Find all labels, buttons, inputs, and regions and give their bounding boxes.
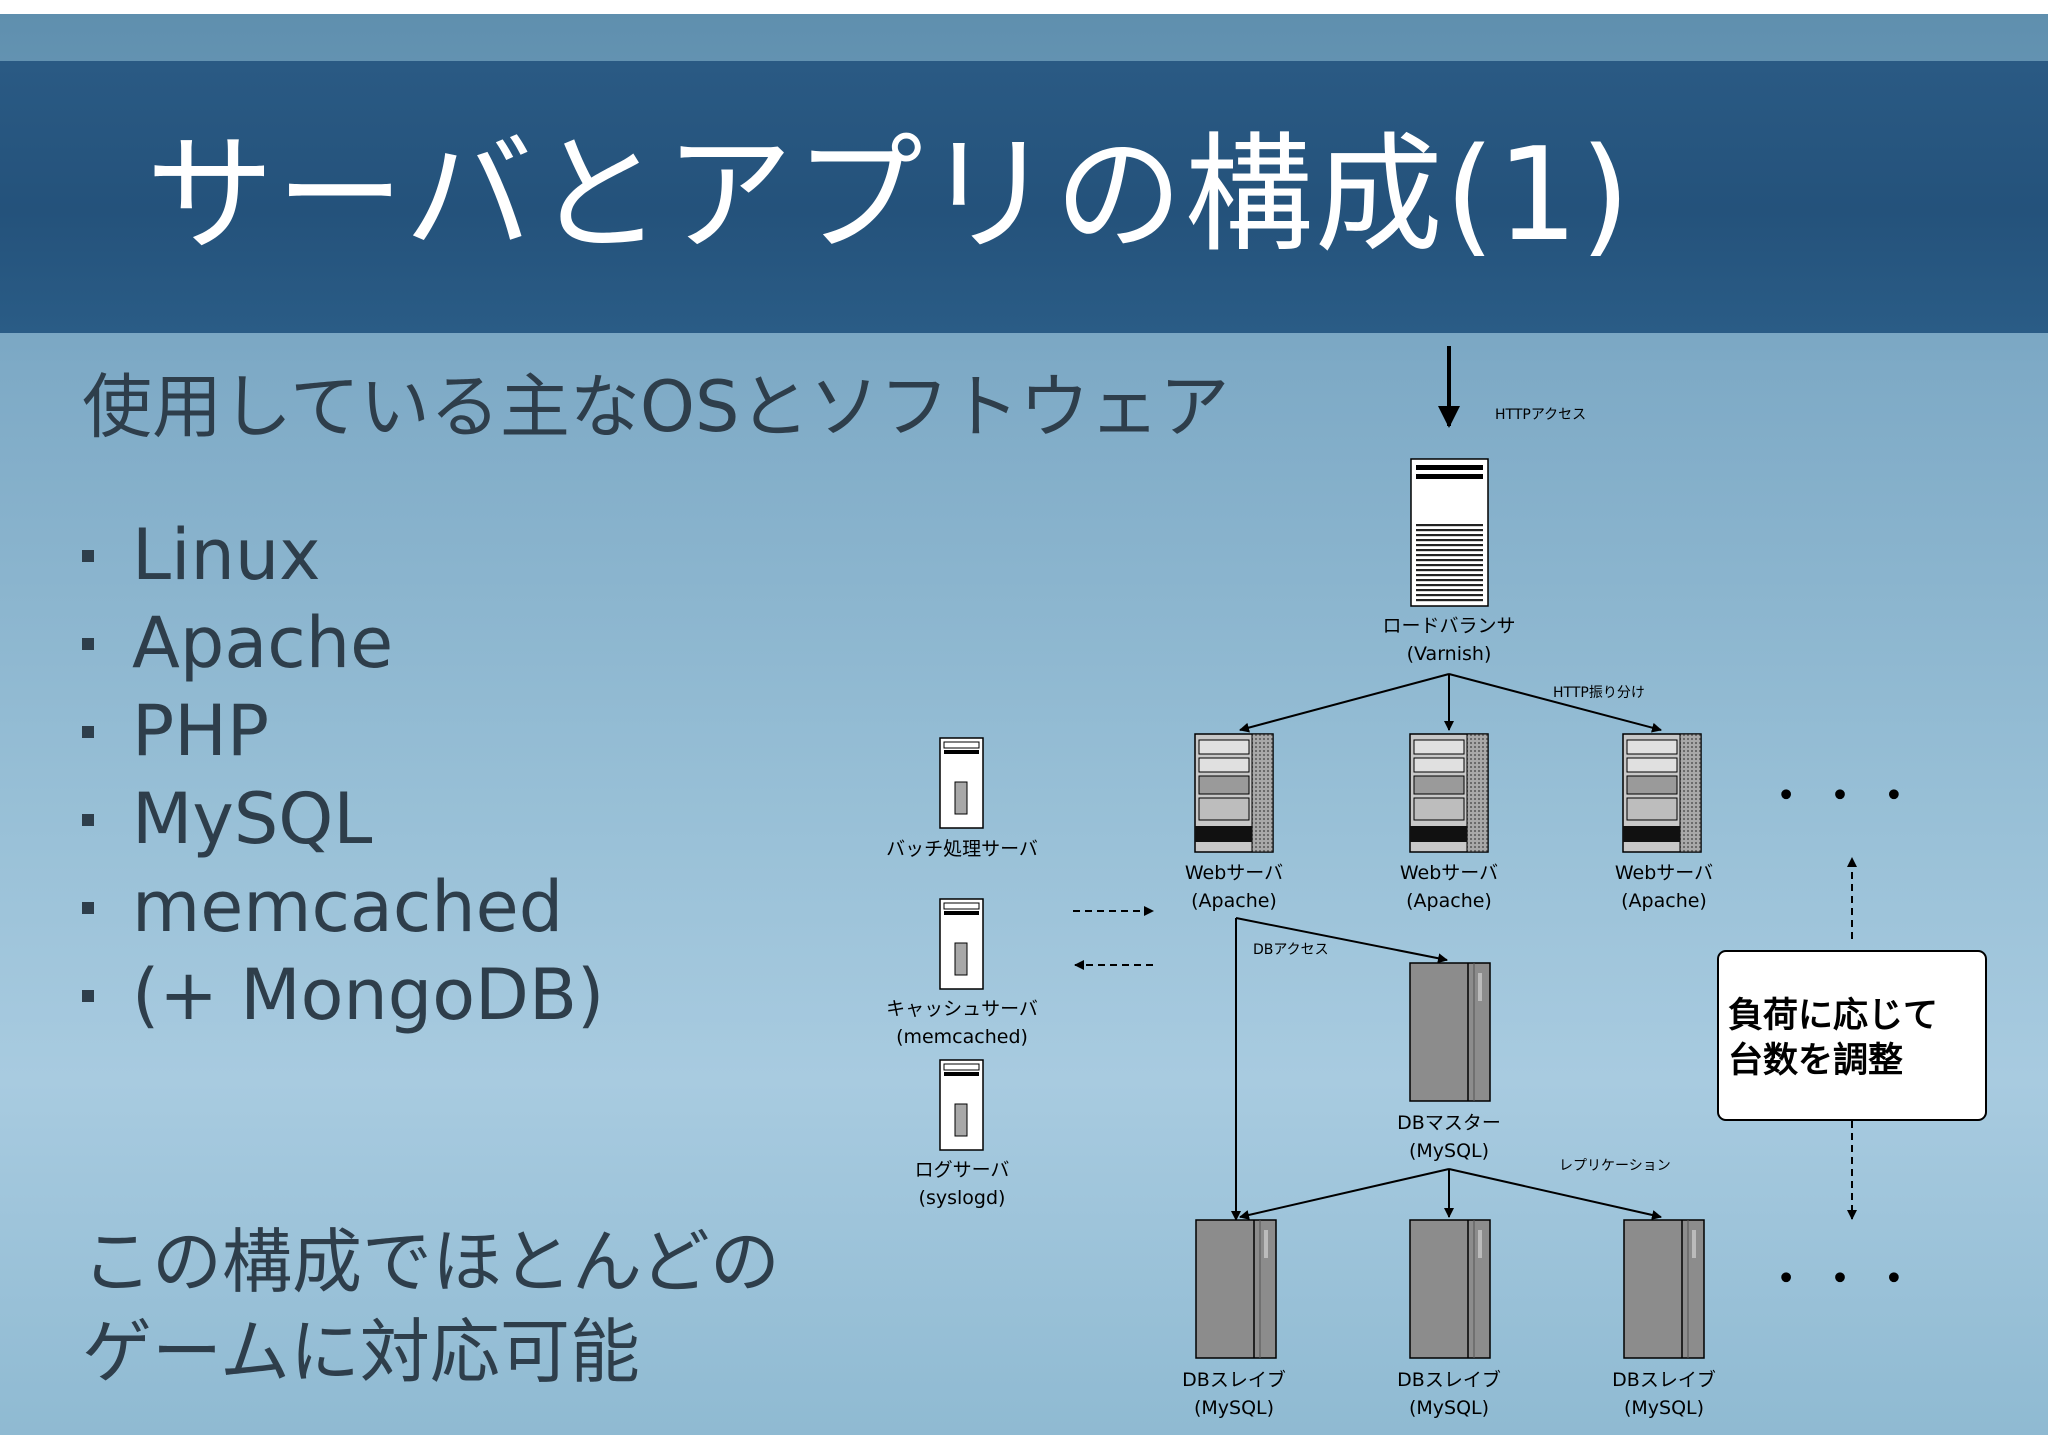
replication-arrow [1239, 1168, 1450, 1220]
log-server-icon [939, 1059, 984, 1151]
db-slave-label: DBスレイブ [1182, 1368, 1286, 1391]
web-server-software: (Apache) [1406, 890, 1492, 912]
bullet-text: (+ MongoDB) [132, 954, 605, 1036]
web-server-software: (Apache) [1621, 890, 1707, 912]
bullet-item: memcached [82, 872, 563, 942]
db-master-label: DBマスター [1397, 1112, 1501, 1134]
web-server-label: Webサーバ [1185, 862, 1283, 884]
load-balancer-label: ロードバランサ [1382, 615, 1515, 637]
bullet-item: (+ MongoDB) [82, 960, 604, 1030]
db-ellipsis: ・ ・ ・ [1766, 1256, 1914, 1302]
conclusion-line: この構成でほとんどの [82, 1221, 780, 1303]
bullet-item: MySQL [82, 784, 372, 854]
db-slave-icon [1623, 1219, 1705, 1359]
cache-server-icon [939, 898, 984, 990]
db-master-icon [1409, 962, 1491, 1102]
bullet-mark [82, 549, 94, 562]
bullet-text: Apache [132, 602, 394, 684]
lb-to-web-arrow [1239, 673, 1450, 733]
db-slave-icon [1409, 1219, 1491, 1359]
architecture-diagram: HTTPアクセス ロードバランサ (Varnish) HTTP振り分け [886, 346, 1987, 1419]
web-server-label: Webサーバ [1400, 862, 1498, 884]
bullet-mark [82, 989, 94, 1002]
conclusion-line: ゲームに対応可能 [82, 1311, 640, 1393]
bullet-mark [82, 901, 94, 914]
cache-server-label: キャッシュサーバ [886, 998, 1038, 1020]
scaling-note-box [1717, 950, 1987, 1121]
load-balancer-software: (Varnish) [1407, 643, 1492, 665]
db-slave-label: DBスレイブ [1397, 1368, 1501, 1391]
web-server-label: Webサーバ [1615, 862, 1713, 884]
batch-server-icon [939, 737, 984, 829]
db-master-software: (MySQL) [1409, 1140, 1489, 1162]
bullet-text: Linux [132, 514, 321, 596]
bullet-mark [82, 725, 94, 738]
bullet-item: Apache [82, 608, 393, 678]
load-balancer-icon [1410, 458, 1489, 607]
bullet-text: MySQL [132, 778, 373, 860]
bullet-item: PHP [82, 696, 269, 766]
web-server-icon [1622, 733, 1702, 853]
log-server-software: (syslogd) [919, 1187, 1006, 1209]
http-distribution-label: HTTP振り分け [1553, 685, 1645, 701]
web-server-software: (Apache) [1191, 890, 1277, 912]
slide-title: サーバとアプリの構成(1) [146, 121, 1633, 270]
bullet-mark [82, 813, 94, 826]
http-access-label: HTTPアクセス [1495, 407, 1586, 423]
slide: サーバとアプリの構成(1) 使用している主なOSとソフトウェア Linux Ap… [0, 14, 2048, 1435]
subtitle: 使用している主なOSとソフトウェア [82, 366, 1230, 448]
log-server-label: ログサーバ [915, 1159, 1010, 1181]
web-server-icon [1194, 733, 1274, 853]
db-slave-label: DBスレイブ [1612, 1368, 1716, 1391]
lb-to-web-arrow [1448, 673, 1662, 733]
batch-server-label: バッチ処理サーバ [886, 838, 1038, 860]
bullet-mark [82, 637, 94, 650]
bullet-text: memcached [132, 866, 564, 948]
web-ellipsis: ・ ・ ・ [1766, 773, 1914, 819]
scaling-note-line: 負荷に応じて [1728, 996, 1938, 1036]
db-slave-icon [1195, 1219, 1277, 1359]
db-slave-software: (MySQL) [1624, 1397, 1704, 1419]
db-access-label: DBアクセス [1253, 942, 1329, 958]
scaling-note-line: 台数を調整 [1728, 1041, 1903, 1081]
bullet-text: PHP [132, 690, 270, 772]
title-band [0, 61, 2048, 333]
db-slave-software: (MySQL) [1194, 1397, 1274, 1419]
replication-arrow [1448, 1168, 1662, 1220]
cache-server-software: (memcached) [896, 1026, 1028, 1048]
db-slave-software: (MySQL) [1409, 1397, 1489, 1419]
bullet-item: Linux [82, 520, 321, 590]
web-server-icon [1409, 733, 1489, 853]
replication-label: レプリケーション [1559, 1158, 1671, 1174]
db-access-arrow [1235, 917, 1448, 964]
